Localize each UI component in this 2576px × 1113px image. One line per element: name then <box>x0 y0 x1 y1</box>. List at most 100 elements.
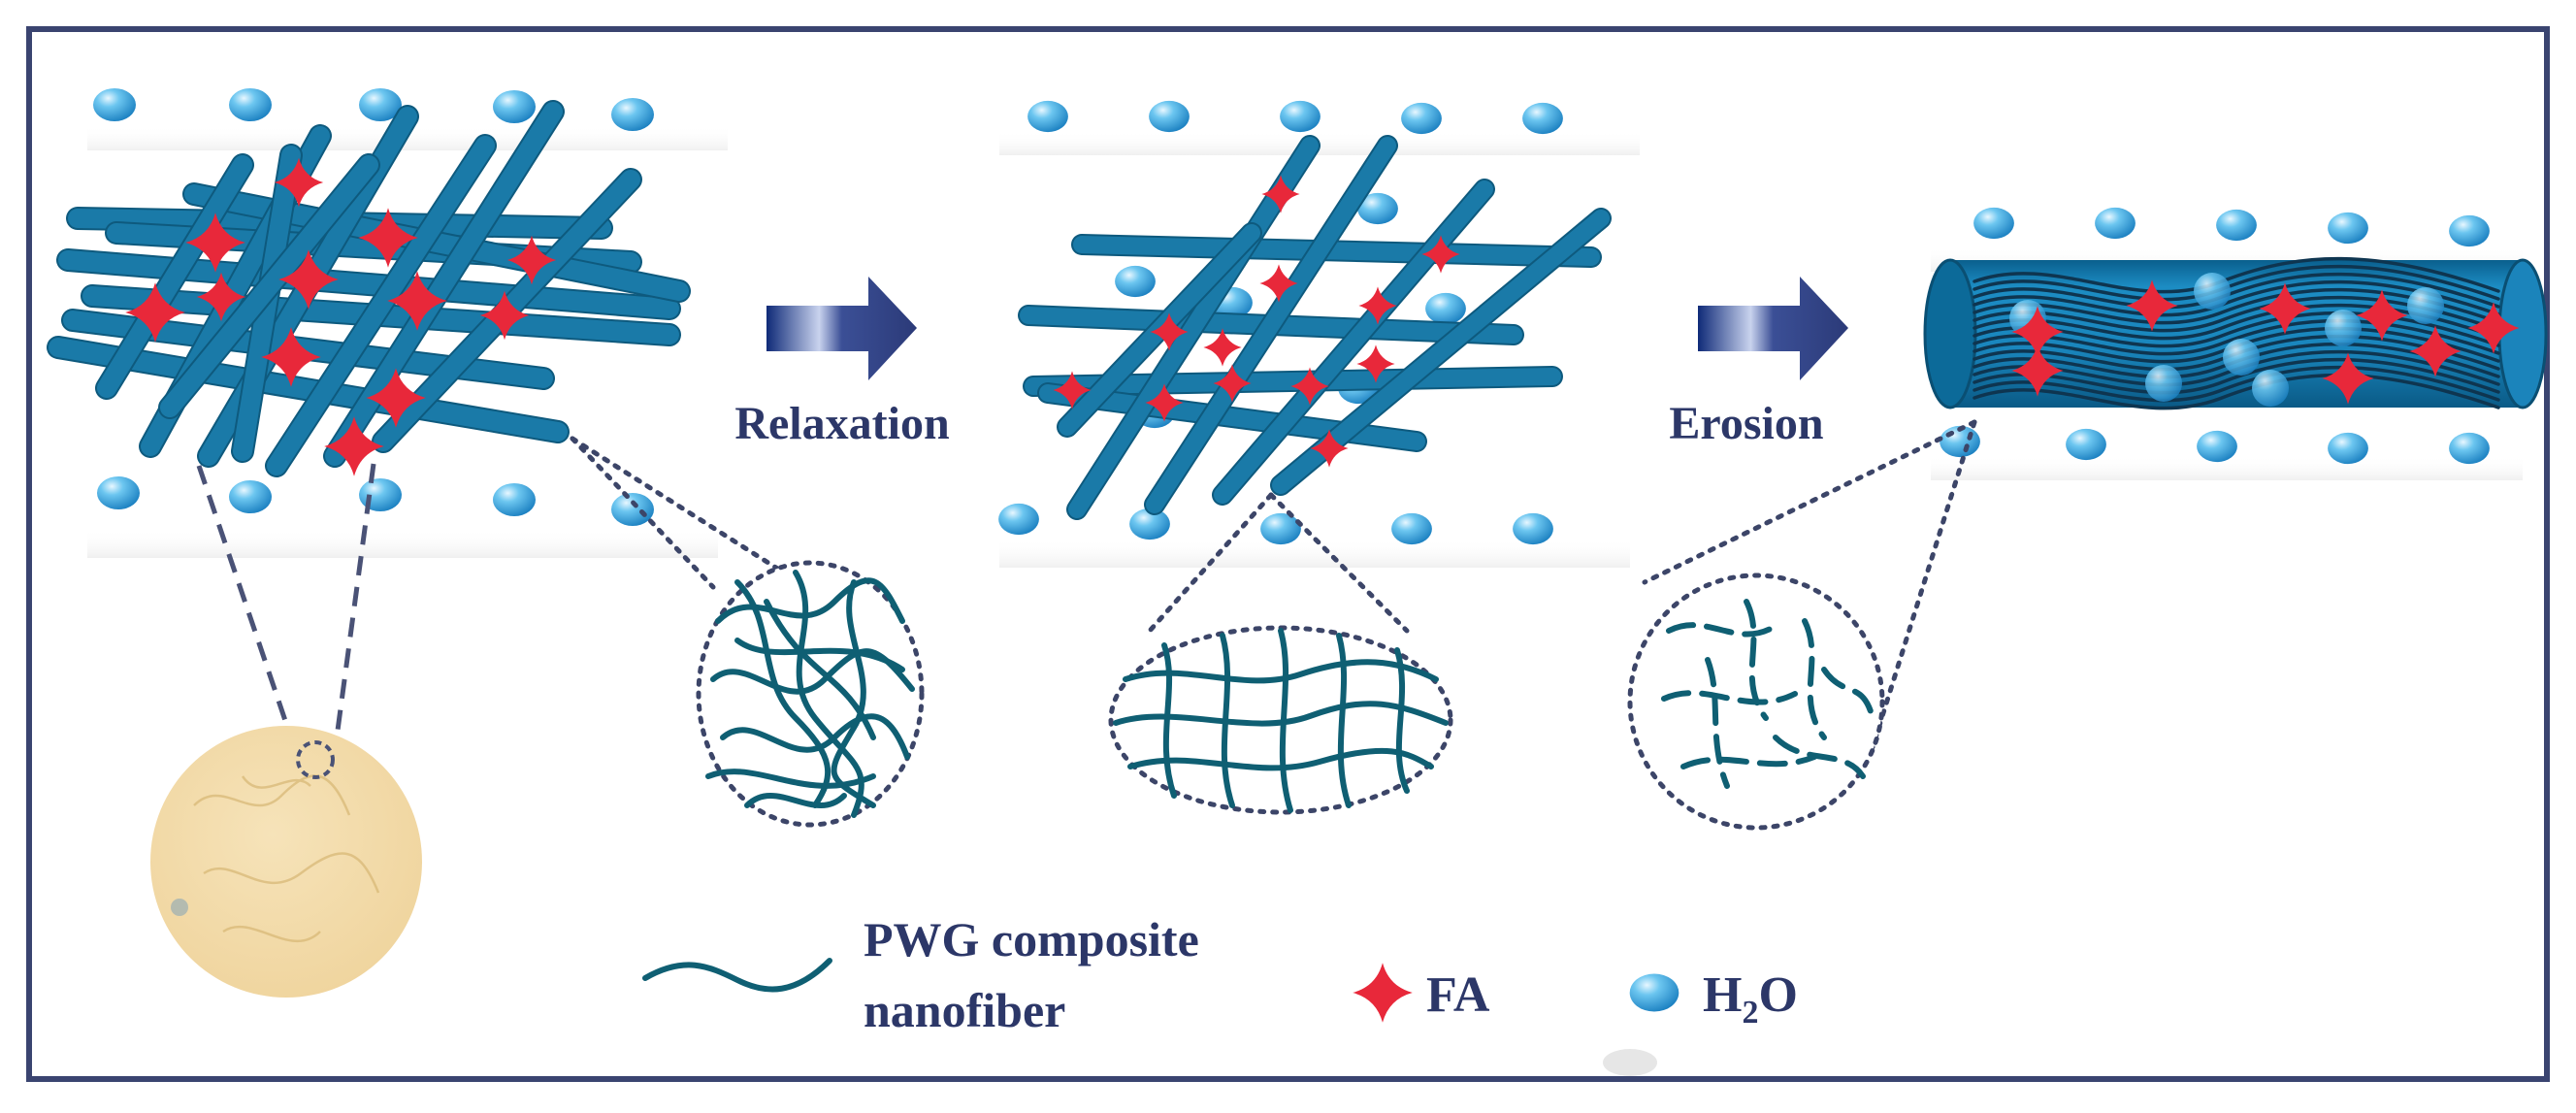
red-star-icon <box>387 271 447 331</box>
polymer-strand <box>1973 365 2500 403</box>
red-star-icon <box>1261 175 1300 213</box>
red-star-icon <box>196 272 246 322</box>
polymer-fragment <box>1821 667 1875 721</box>
panel3-drug-stars <box>2011 279 2520 405</box>
legend-shadow-spot <box>1603 1049 1657 1076</box>
polymer-strand <box>1220 633 1235 808</box>
polymer-strand <box>1336 633 1352 808</box>
water-droplet-icon <box>2223 339 2260 376</box>
legend-fiber-label-line2: nanofiber <box>864 983 1065 1037</box>
red-star-icon <box>2467 302 2520 354</box>
water-droplet-icon <box>229 480 272 513</box>
red-star-icon <box>2259 282 2311 335</box>
arrow-erosion: Erosion <box>1669 277 1848 449</box>
fiber-rod-highlight <box>97 155 252 398</box>
water-droplet-icon <box>2216 209 2257 242</box>
red-star-icon <box>1353 963 1413 1023</box>
red-star-icon <box>2322 352 2374 405</box>
polymer-strand <box>1127 747 1434 771</box>
water-droplet-icon <box>97 476 140 509</box>
water-droplet-icon <box>2252 370 2289 407</box>
red-star-icon <box>324 416 384 476</box>
polymer-strand <box>1973 295 2500 333</box>
red-star-icon <box>1421 235 1460 274</box>
panel-eroded-fiber <box>1923 207 2548 465</box>
polymer-strand <box>1394 647 1410 794</box>
polymer-strand <box>734 579 831 808</box>
water-droplet-icon <box>1027 100 1068 133</box>
polymer-strand <box>1973 318 2500 356</box>
polymer-fragment <box>1705 657 1730 789</box>
fiber-rod-highlight <box>49 338 568 442</box>
water-droplet-icon <box>2197 430 2237 463</box>
water-droplet-icon <box>1391 512 1432 545</box>
water-droplet-icon <box>611 493 654 526</box>
polymer-strand <box>1973 334 2500 372</box>
polymer-fragment <box>1666 622 1778 638</box>
panel2-fibers <box>1018 135 1612 520</box>
panel2-drug-stars <box>1053 175 1460 468</box>
film-stain <box>171 899 188 916</box>
red-star-icon <box>1358 286 1397 325</box>
film-texture <box>193 774 380 943</box>
polymer-strand <box>1973 326 2500 364</box>
polymer-strand <box>1161 642 1177 799</box>
red-star-icon <box>358 208 418 268</box>
fiber-rod-highlight <box>1146 137 1396 513</box>
red-star-icon <box>1150 312 1189 351</box>
polymer-strand <box>1278 628 1293 813</box>
water-droplet-icon <box>1280 100 1321 133</box>
red-star-icon <box>479 290 530 341</box>
panel-initial-fiber-mat <box>47 88 691 526</box>
polymer-strand <box>705 769 876 789</box>
film-disc <box>150 726 422 998</box>
nanofiber-legend-icon <box>642 958 832 993</box>
red-star-icon <box>261 327 321 387</box>
water-droplet-icon <box>1260 512 1301 545</box>
red-star-icon <box>366 368 426 428</box>
red-star-icon <box>2356 289 2408 342</box>
arrow-relaxation: Relaxation <box>734 277 950 449</box>
polymer-fragment <box>1802 618 1827 740</box>
red-star-icon <box>1310 429 1349 468</box>
red-star-icon <box>1356 344 1395 383</box>
water-droplet-icon <box>1401 102 1442 135</box>
fiber-rod-highlight <box>1073 236 1600 266</box>
water-droplet-icon <box>1357 192 1398 225</box>
panel1-drug-stars <box>125 157 557 476</box>
fiber-rod-highlight <box>267 136 495 475</box>
red-star-icon <box>1259 264 1298 303</box>
water-droplet-icon <box>2145 365 2182 402</box>
red-star-icon <box>2011 344 2064 397</box>
polymer-strand <box>1973 303 2500 341</box>
water-droplet-icon <box>611 98 654 131</box>
water-droplet-icon <box>998 503 1039 536</box>
red-star-icon <box>274 157 324 208</box>
red-star-icon <box>2011 306 2064 358</box>
polymer-fragment <box>1680 754 1817 769</box>
polymer-fragment <box>1661 690 1798 705</box>
water-droplet-icon <box>2449 214 2490 247</box>
zoom-lines-inset3 <box>1642 419 1977 750</box>
water-droplet-icon <box>1629 973 1679 1012</box>
legend-water-label: H2O <box>1703 967 1798 1031</box>
zoom-lines-inset2 <box>1147 492 1410 634</box>
water-droplet-icon <box>493 483 536 516</box>
relaxation-label: Relaxation <box>734 398 949 449</box>
water-droplet-icon <box>2325 310 2362 346</box>
inset-eroded-network <box>1627 573 1885 831</box>
red-star-icon <box>1353 963 1413 1023</box>
water-droplet-icon <box>229 88 272 121</box>
panel3-internal-droplets <box>2009 273 2444 407</box>
red-star-icon <box>1145 383 1184 422</box>
polymer-strand <box>1973 357 2500 395</box>
inset-dense-network <box>696 560 925 828</box>
fiber-rod-highlight <box>1068 137 1319 518</box>
water-droplet-icon <box>2194 273 2231 310</box>
water-droplet-icon <box>493 90 536 123</box>
red-star-icon <box>1290 367 1329 406</box>
red-star-icon <box>125 282 185 343</box>
water-droplet-icon <box>1629 973 1679 1012</box>
erosion-label: Erosion <box>1669 398 1823 449</box>
